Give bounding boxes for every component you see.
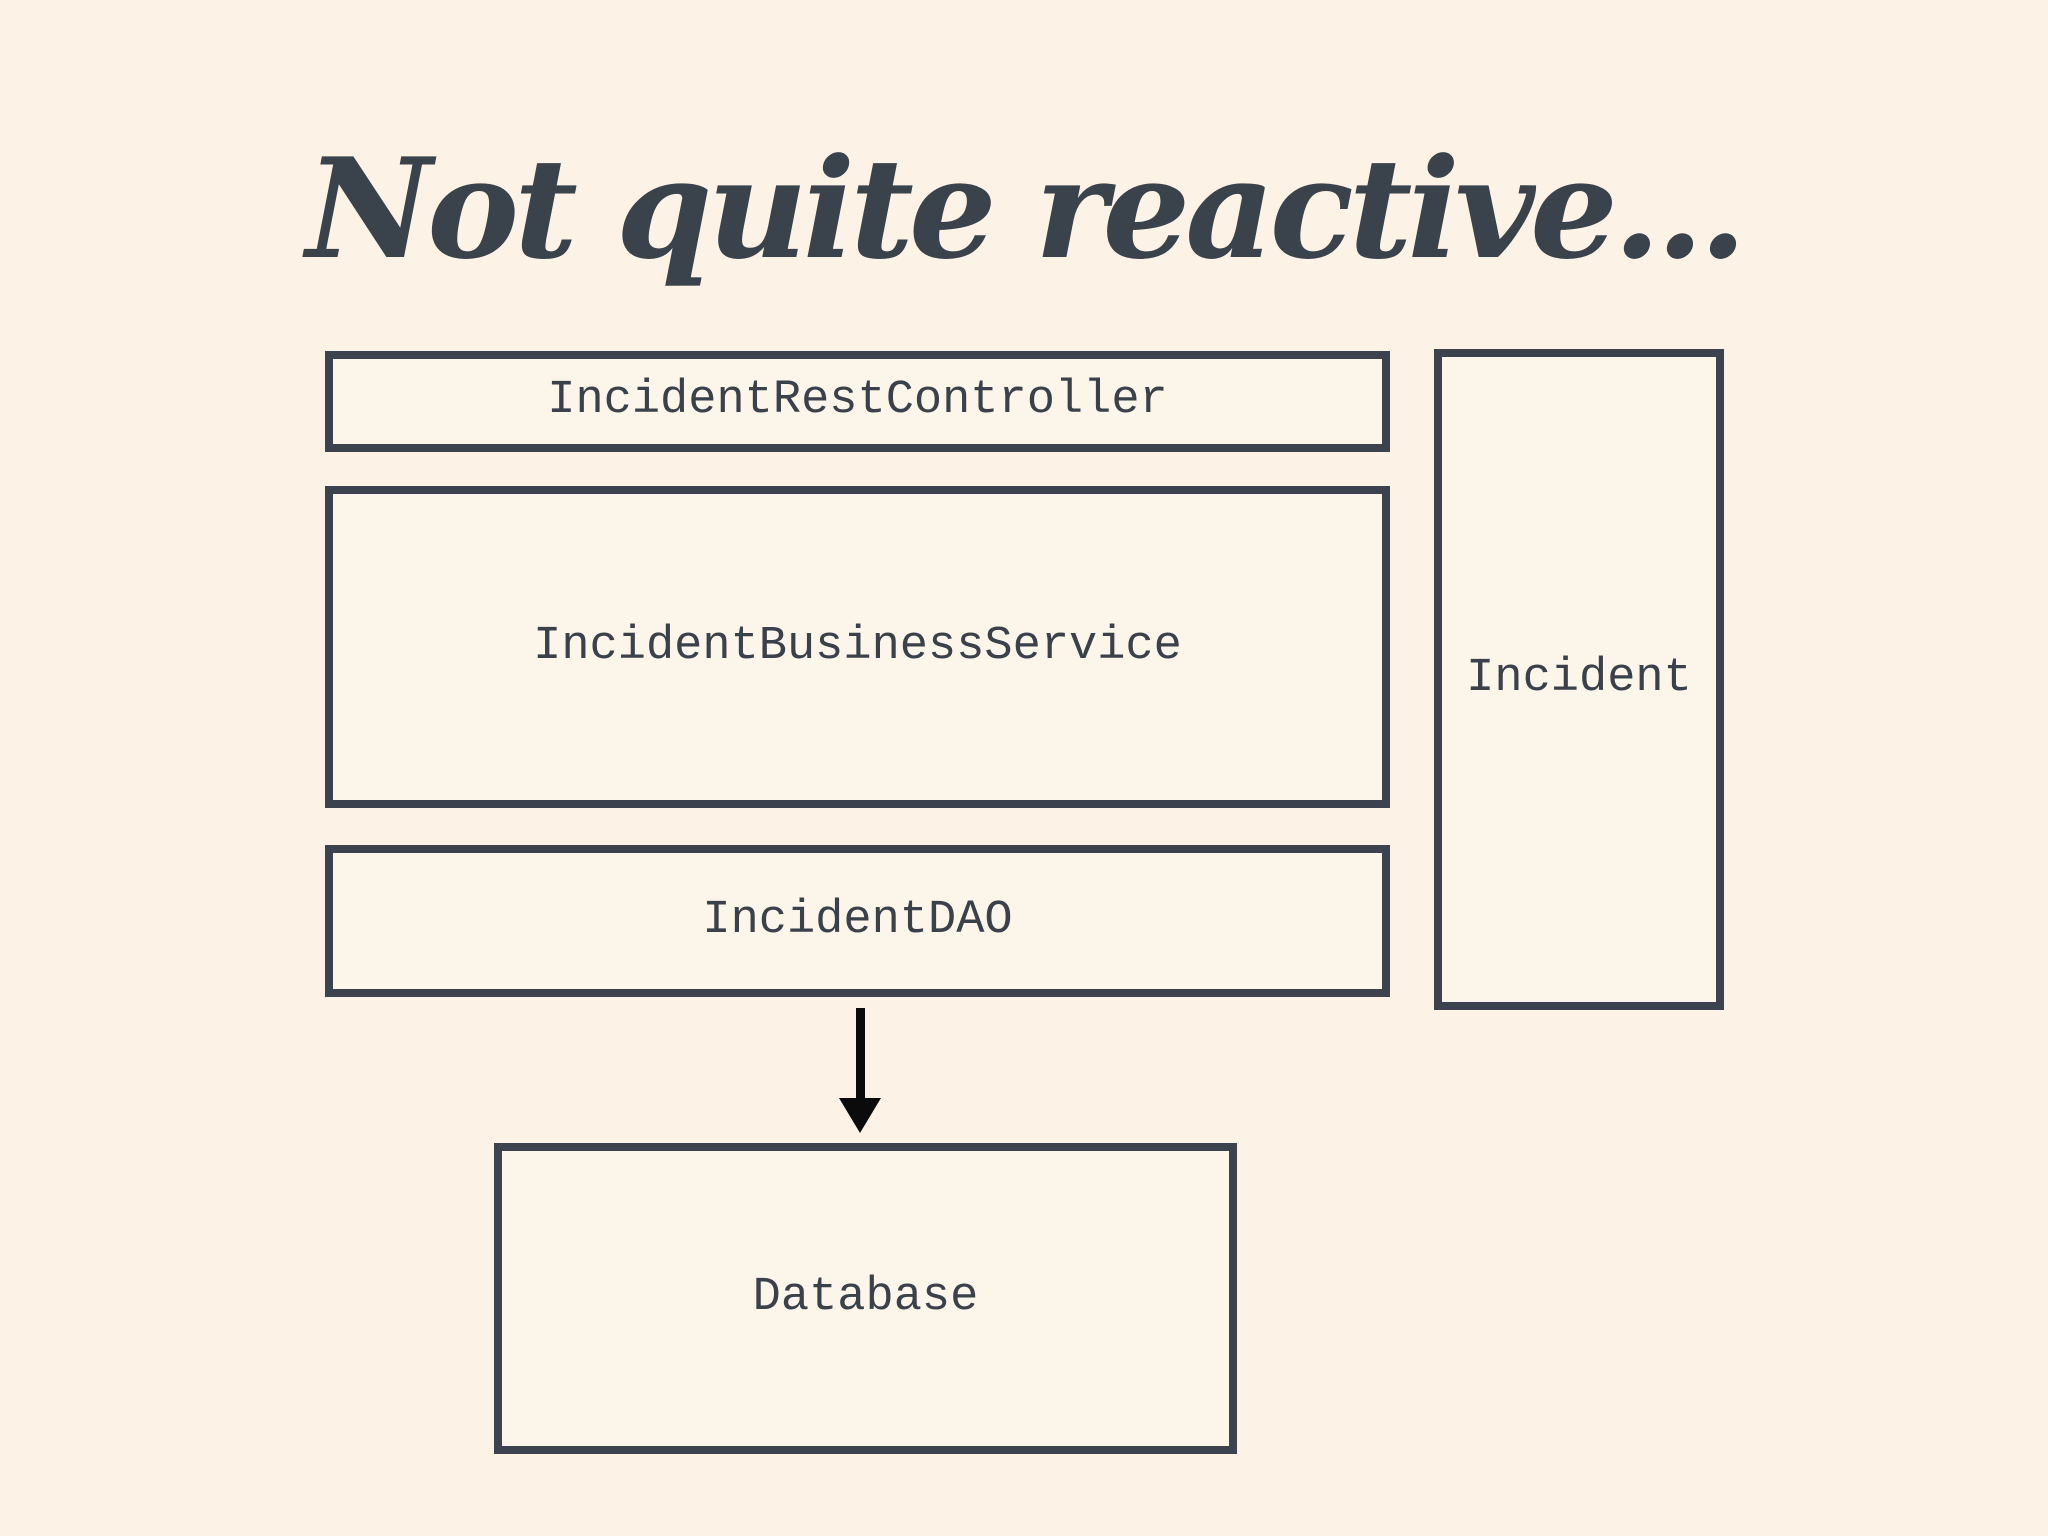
node-incident-label: Incident xyxy=(1466,652,1692,706)
node-database: Database xyxy=(494,1143,1237,1454)
dao-to-database-arrow-head-icon xyxy=(839,1098,881,1133)
node-database-label: Database xyxy=(752,1271,979,1325)
node-incident-rest-controller-label: IncidentRestController xyxy=(547,374,1168,428)
dao-to-database-arrow-stem xyxy=(856,1008,865,1101)
node-incident: Incident xyxy=(1434,349,1724,1010)
slide-title: Not quite reactive... xyxy=(305,127,1747,290)
node-incident-rest-controller: IncidentRestController xyxy=(325,351,1390,452)
node-incident-dao-label: IncidentDAO xyxy=(702,893,1013,947)
node-incident-business-service: IncidentBusinessService xyxy=(325,486,1390,808)
node-incident-business-service-label: IncidentBusinessService xyxy=(533,619,1182,673)
node-incident-dao: IncidentDAO xyxy=(325,845,1390,997)
